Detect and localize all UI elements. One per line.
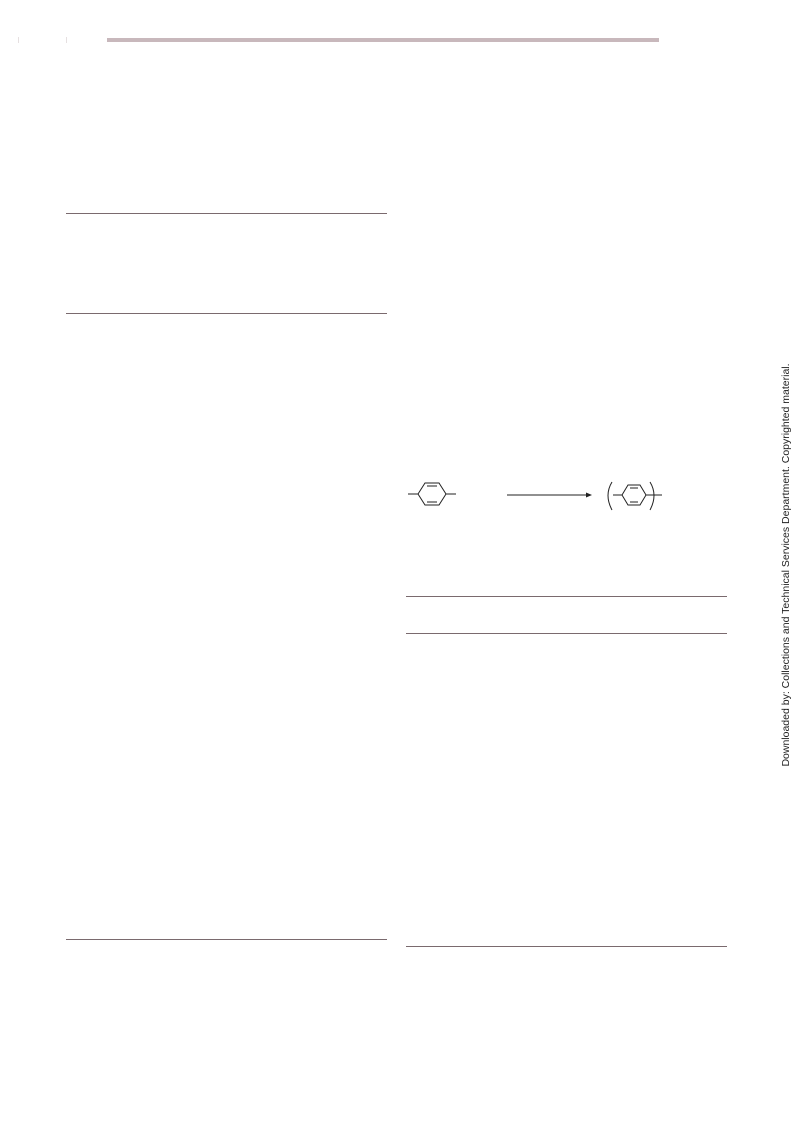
download-notice: Downloaded by: Collections and Technical… bbox=[780, 363, 792, 767]
reaction-scheme bbox=[408, 481, 662, 511]
margin-mark-right bbox=[66, 37, 67, 43]
bracket-icon bbox=[607, 481, 662, 511]
benzene-ring-icon bbox=[408, 482, 456, 506]
right-table-header-rule bbox=[406, 633, 727, 634]
margin-mark-left bbox=[18, 37, 19, 43]
right-table-top-rule bbox=[406, 596, 727, 597]
arrow-right-icon bbox=[507, 492, 592, 498]
left-table-header-rule bbox=[66, 313, 387, 314]
left-table-top-rule bbox=[66, 213, 387, 214]
header-bar bbox=[107, 38, 659, 42]
left-table-bottom-rule bbox=[66, 939, 387, 940]
right-table-bottom-rule bbox=[406, 946, 727, 947]
